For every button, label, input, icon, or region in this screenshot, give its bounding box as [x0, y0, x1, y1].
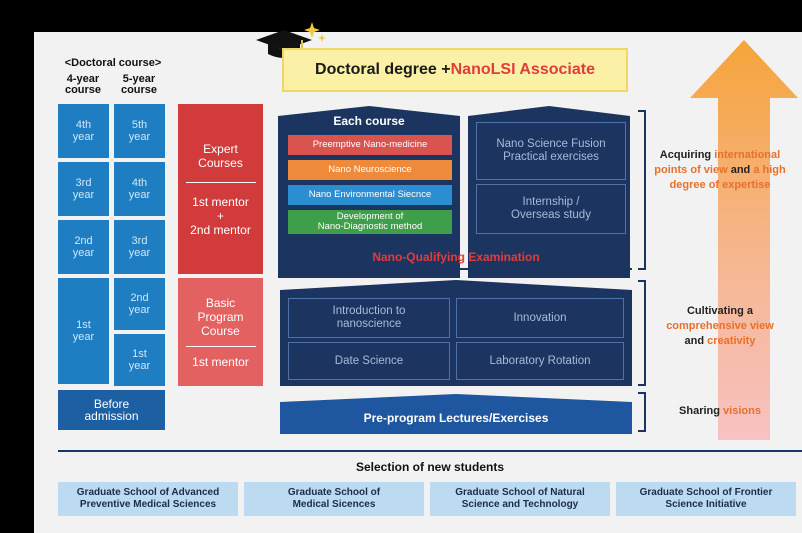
year-cell: 4th year [114, 162, 165, 216]
course-item-label: Nano Neuroscience [328, 164, 412, 175]
basic-divider [185, 345, 256, 347]
program-diagram: <Doctoral course> 4-year course 5-year c… [34, 22, 802, 533]
basic-mentor-label: 1st mentor [192, 354, 249, 369]
course-item-label: Nano Environmental Siecnce [308, 189, 432, 200]
nano-qualifying-exam-label: Nano-Qualifying Examination [372, 250, 540, 264]
year-cell: 2nd year [114, 278, 165, 330]
bracket-basic [638, 280, 646, 386]
graduate-school-box: Graduate School of Advanced Preventive M… [58, 482, 238, 516]
basic-grid-cell: Laboratory Rotation [456, 342, 624, 380]
basic-grid-cell: Innovation [456, 298, 624, 338]
four-year-course-header: 4-year course [64, 73, 102, 96]
year-cell: 1st year [114, 334, 165, 386]
year-cell: 2nd year [58, 220, 109, 274]
label-text: Sharing [679, 405, 724, 417]
graduate-school-box: Graduate School of Natural Science and T… [430, 482, 610, 516]
label-text: Cultivating a [686, 305, 753, 317]
year-cell: 3rd year [114, 220, 165, 274]
basic-program-box: Basic Program Course 1st mentor [178, 278, 263, 386]
degree-highlight: NanoLSI Associate [450, 61, 595, 78]
fusion-house [468, 106, 630, 278]
course-item: Nano Environmental Siecnce [288, 185, 452, 205]
expert-divider [185, 181, 256, 183]
doctoral-degree-banner: Doctoral degree + NanoLSI Associate [282, 48, 628, 92]
year-cell: 4th year [58, 104, 109, 158]
highlight-text: creativity [707, 335, 756, 347]
course-item: Development of Nano-Diagnostic method [288, 210, 452, 234]
pre-program-shape [280, 394, 632, 434]
year-cell: 5th year [114, 104, 165, 158]
five-year-course-header: 5-year course [120, 73, 158, 96]
highlight-text: degree of expertise [669, 179, 771, 191]
arrow-label-bottom: Sharing visions [638, 404, 802, 419]
label-text: and [727, 164, 754, 176]
label-text: Acquiring [659, 149, 715, 161]
each-course-title: Each course [333, 114, 405, 128]
degree-prefix: Doctoral degree + [315, 61, 451, 78]
basic-grid-cell: Introduction to nanoscience [288, 298, 450, 338]
year-cell: 1st year [58, 278, 109, 384]
arrow-label-middle: Cultivating a comprehensive view and cre… [638, 304, 802, 349]
selection-title: Selection of new students [355, 460, 505, 474]
bracket-pre [638, 392, 646, 432]
expert-courses-title: Expert Courses [198, 141, 243, 170]
growth-arrow-icon [690, 40, 798, 440]
course-item-label: Preemptive Nano-medicine [312, 139, 428, 150]
course-item: Preemptive Nano-medicine [288, 135, 452, 155]
highlight-text: points of view [654, 164, 728, 176]
graduate-school-box: Graduate School of Frontier Science Init… [616, 482, 796, 516]
expert-courses-box: Expert Courses 1st mentor + 2nd mentor [178, 104, 263, 274]
course-item: Nano Neuroscience [288, 160, 452, 180]
bracket-expert [638, 110, 646, 270]
expert-base-line [280, 268, 632, 270]
highlight-text: visions [723, 405, 761, 417]
label-text: and [684, 335, 708, 347]
expert-mentor-label: 1st mentor + 2nd mentor [190, 194, 251, 237]
selection-line [58, 450, 802, 452]
fusion-exercises-cell: Nano Science Fusion Practical exercises [476, 122, 626, 180]
internship-cell: Internship / Overseas study [476, 184, 626, 234]
arrow-label-top: Acquiring international points of view a… [638, 148, 802, 193]
before-admission-box: Before admission [58, 390, 165, 430]
basic-grid-cell: Date Science [288, 342, 450, 380]
doctoral-course-title: <Doctoral course> [64, 57, 162, 69]
year-cell: 3rd year [58, 162, 109, 216]
course-item-label: Development of Nano-Diagnostic method [317, 211, 423, 232]
highlight-text: international [714, 149, 781, 161]
graduate-school-box: Graduate School of Medical Sicences [244, 482, 424, 516]
basic-program-title: Basic Program Course [197, 295, 244, 338]
highlight-text: a high [753, 164, 786, 176]
pre-program-label: Pre-program Lectures/Exercises [363, 411, 549, 425]
highlight-text: comprehensive view [666, 320, 774, 332]
